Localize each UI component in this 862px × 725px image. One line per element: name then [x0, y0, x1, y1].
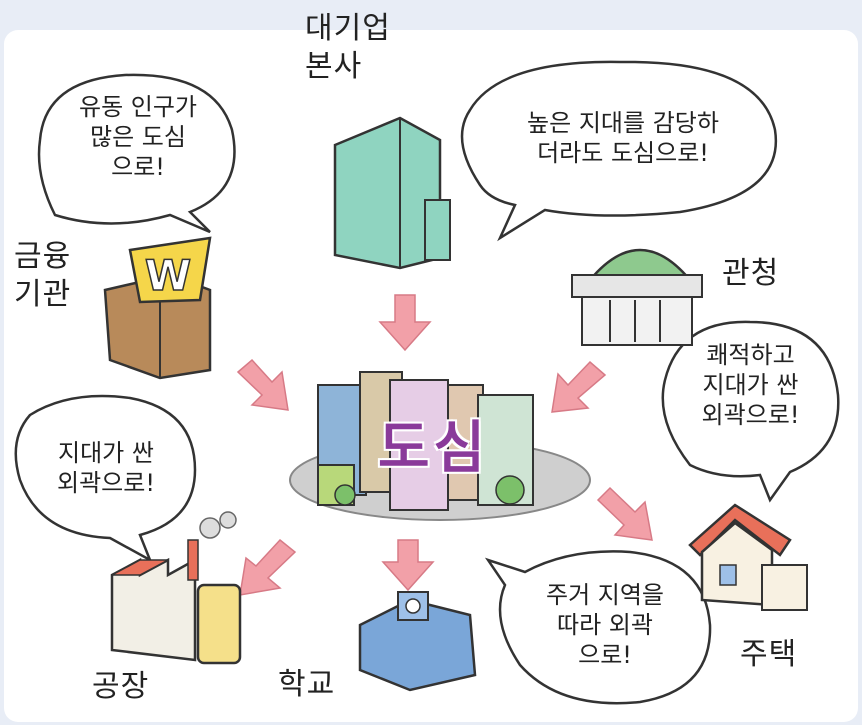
bubble-hq-text: 높은 지대를 감당하 더라도 도심으로!	[527, 109, 719, 167]
arrow-finance-in	[236, 358, 289, 411]
label-school: 학교	[278, 667, 336, 702]
arrow-hq-in	[378, 294, 432, 352]
bubble-finance-text: 유동 인구가 많은 도심 으로!	[78, 93, 198, 181]
finance-building-icon	[103, 236, 212, 380]
bubble-school	[484, 550, 712, 705]
bubble-house	[661, 320, 840, 503]
label-finance: 금융 기관	[14, 239, 72, 312]
bubble-finance	[37, 73, 236, 234]
government-building-icon	[571, 248, 703, 346]
bubble-factory-text: 지대가 싼 외곽으로!	[57, 439, 155, 497]
center-label: 도심	[378, 416, 490, 481]
label-factory: 공장	[92, 669, 150, 704]
factory-icon	[110, 511, 242, 665]
school-icon	[358, 591, 477, 692]
bubble-school-text: 주거 지역을 따라 외곽 으로!	[545, 581, 665, 669]
arrow-school-out	[381, 539, 435, 592]
arrow-house-out	[596, 486, 653, 541]
label-house: 주택	[740, 637, 798, 672]
downtown-icon	[289, 371, 591, 521]
bubble-house-text: 쾌적하고 지대가 싼 외곽으로!	[701, 341, 800, 429]
house-icon	[688, 503, 808, 611]
label-hq: 대기업 본사	[305, 11, 391, 84]
finance-sign-text: W	[145, 251, 191, 300]
hq-building-icon	[333, 116, 451, 270]
bubble-factory	[14, 394, 197, 563]
bubble-hq	[460, 60, 778, 242]
arrow-gov-in	[551, 360, 607, 413]
arrow-factory-out	[239, 538, 297, 596]
label-gov: 관청	[722, 256, 780, 291]
